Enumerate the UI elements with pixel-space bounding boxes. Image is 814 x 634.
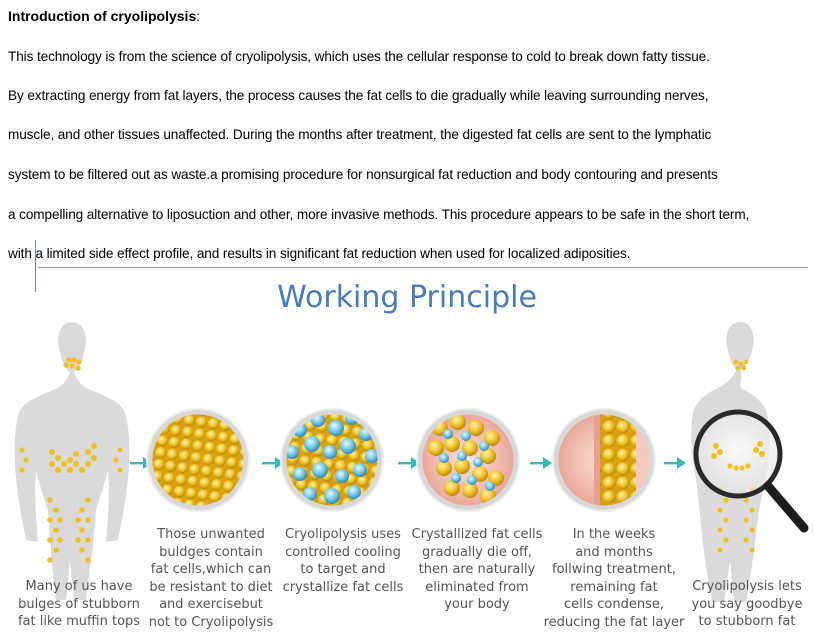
caption-step-4-line: eliminated from: [425, 579, 529, 595]
intro-title: Introduction of cryolipolysis:: [8, 8, 200, 24]
arrow-4: [530, 457, 552, 469]
caption-step-1: Many of us have bulges of stubborn fat l…: [8, 578, 150, 631]
caption-step-6: Cryolipolysis lets you say goodbye to st…: [684, 578, 810, 631]
text-cursor: [35, 240, 36, 292]
body-before-figure: [14, 322, 130, 600]
circle-fat-cells: [146, 408, 250, 512]
arrow-5: [664, 457, 686, 469]
caption-step-1-line: bulges of stubborn: [18, 596, 140, 612]
caption-step-1-line: Many of us have: [25, 579, 133, 594]
caption-step-5-line: and months: [575, 544, 653, 560]
caption-step-3: Cryolipolysis uses controlled cooling to…: [276, 526, 410, 596]
caption-step-4-line: then are naturally: [418, 562, 536, 577]
intro-title-suffix: :: [196, 8, 201, 24]
caption-step-2: Those unwanted buldges contain fat cells…: [144, 526, 278, 631]
circle-crystallized: [416, 408, 520, 512]
caption-step-3-line: crystallize fat cells: [282, 579, 404, 595]
arrow-3: [398, 457, 420, 469]
caption-step-3-line: controlled cooling: [285, 544, 401, 560]
caption-step-5-line: cells condense,: [563, 597, 664, 612]
caption-step-5-line: remaining fat: [570, 579, 658, 595]
arrow-2: [262, 457, 284, 469]
caption-step-2-line: Those unwanted: [157, 527, 265, 542]
caption-step-4-line: your body: [444, 597, 510, 612]
caption-step-2-line: and exercisebut: [159, 597, 263, 612]
caption-step-3-line: Cryolipolysis uses: [285, 527, 401, 542]
caption-step-5-line: follwing treatment,: [552, 562, 676, 577]
intro-line-4: system to be filtered out as waste.a pro…: [8, 167, 718, 182]
caption-step-5-line: In the weeks: [572, 527, 656, 542]
caption-step-2-line: fat cells,which can: [150, 562, 272, 577]
working-principle-heading: Working Principle: [277, 280, 537, 315]
circle-condensed-layer: [552, 408, 656, 512]
caption-step-6-line: to stubborn fat: [698, 614, 796, 629]
caption-step-6-line: Cryolipolysis lets: [692, 579, 802, 594]
separator-line: [38, 267, 808, 268]
caption-step-4-line: Crystallized fat cells: [411, 527, 543, 542]
caption-step-3-line: to target and: [300, 562, 386, 577]
caption-step-2-line: be resistant to diet: [149, 579, 273, 595]
body-after-figure: [691, 322, 809, 602]
caption-step-1-line: fat like muffin tops: [17, 614, 141, 629]
intro-line-6: with a limited side effect profile, and …: [8, 246, 631, 261]
circle-cooling: [280, 408, 384, 512]
caption-step-6-line: you say goodbye: [691, 596, 803, 612]
caption-step-4-line: gradually die off,: [421, 544, 533, 560]
caption-step-5-line: reducing the fat layer: [543, 614, 685, 630]
intro-line-2: By extracting energy from fat layers, th…: [8, 88, 709, 103]
caption-step-4: Crystallized fat cells gradually die off…: [408, 526, 546, 614]
intro-title-bold: Introduction of cryolipolysis: [8, 8, 197, 24]
intro-line-5: a compelling alternative to liposuction …: [8, 207, 750, 222]
caption-step-5: In the weeks and months follwing treatme…: [540, 526, 688, 631]
intro-line-3: muscle, and other tissues unaffected. Du…: [8, 127, 712, 142]
intro-line-1: This technology is from the science of c…: [8, 49, 710, 64]
caption-step-2-line: not to Cryolipolysis: [148, 614, 274, 630]
caption-step-2-line: buldges contain: [159, 544, 263, 560]
